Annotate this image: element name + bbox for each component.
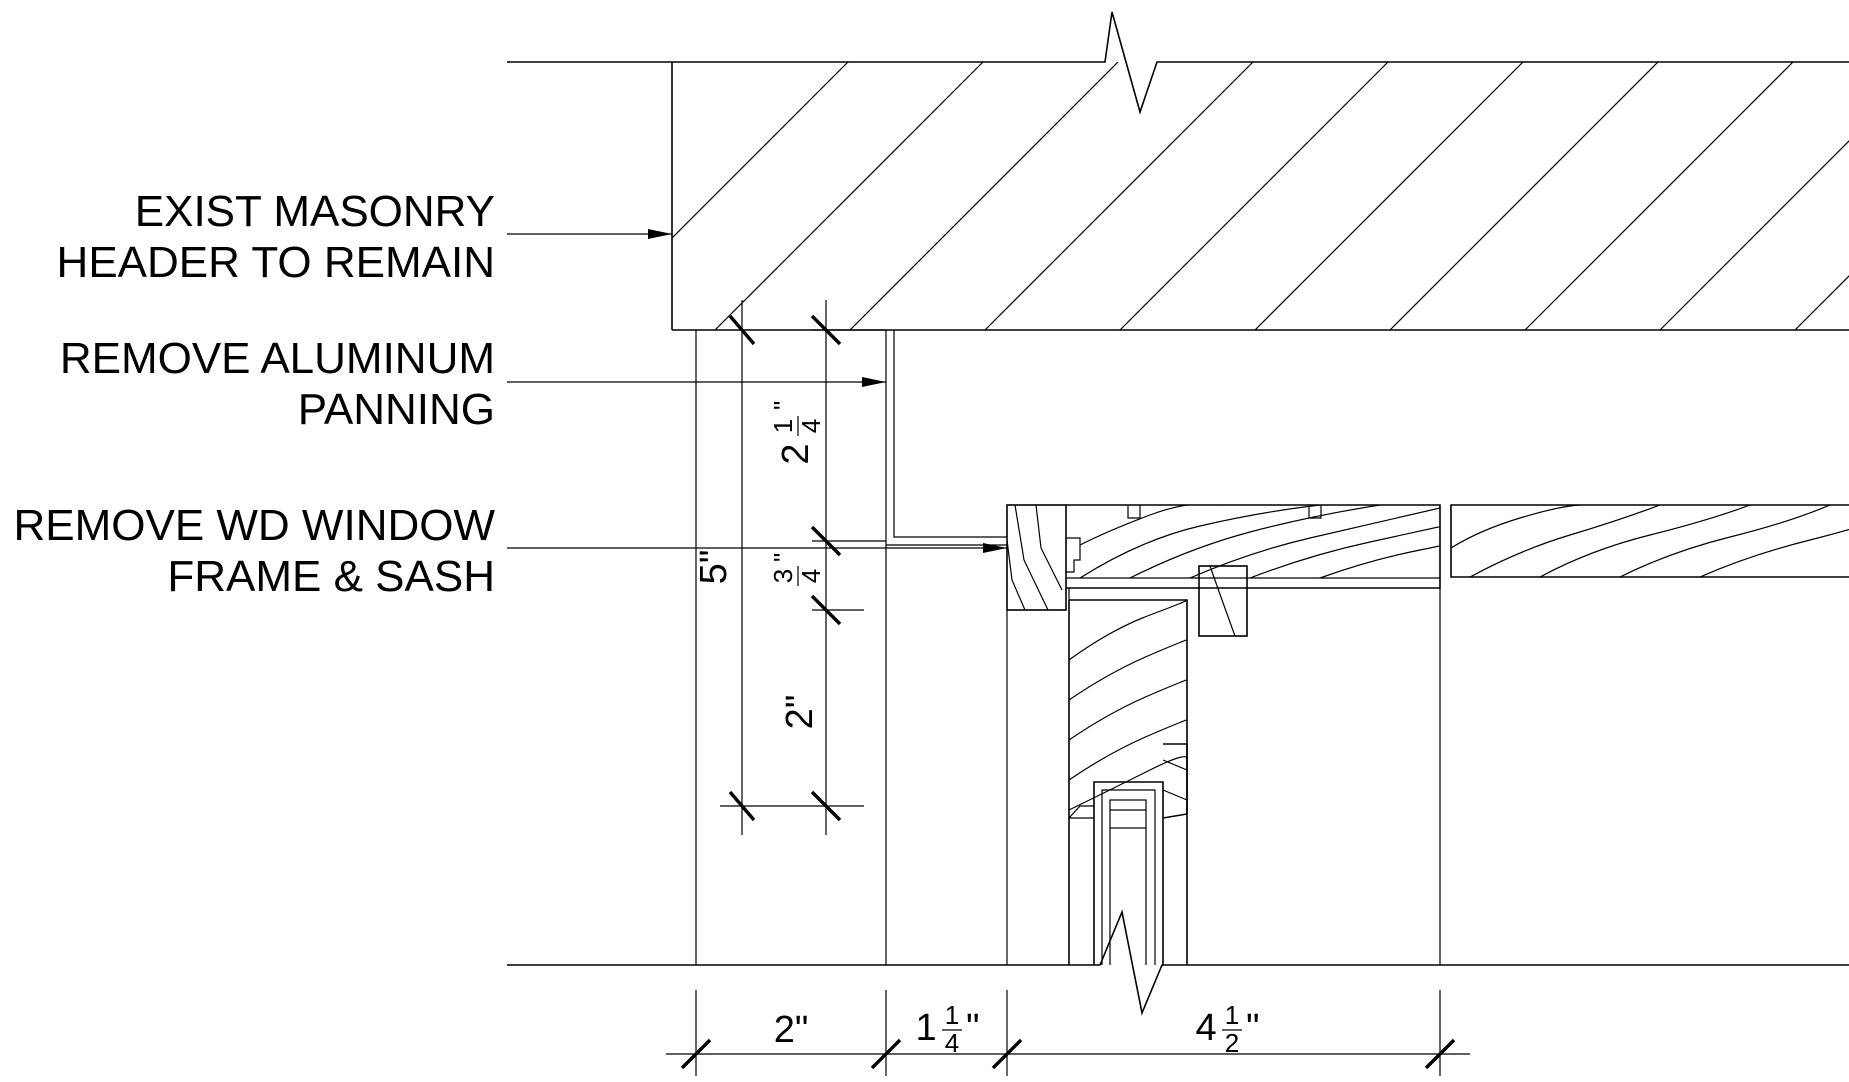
note-masonry-line1: EXIST MASONRY — [135, 187, 495, 236]
dim-overall-height: 5" — [693, 550, 735, 585]
vertical-dimensions — [720, 300, 886, 835]
dim-mid-inch: " — [768, 553, 798, 562]
window-frame — [1006, 504, 1849, 965]
dim-mid-den: 4 — [796, 569, 826, 583]
dim-w3-den: 2 — [1225, 1028, 1239, 1058]
note-masonry: EXIST MASONRY HEADER TO REMAIN — [57, 187, 495, 287]
note-panning-line1: REMOVE ALUMINUM — [60, 334, 495, 383]
dim-bottom-width-2: 1 1 4 " — [915, 1000, 979, 1058]
masonry-hatch — [672, 62, 1849, 330]
dim-w2-inch: " — [966, 1007, 980, 1049]
blind-stop — [1006, 504, 1067, 611]
dim-w2-den: 4 — [945, 1028, 959, 1058]
dim-mid-height: 3 4 " — [768, 553, 826, 586]
dim-top-height: 2 1 4 " — [768, 401, 826, 465]
bottom-break-line — [507, 909, 1849, 1016]
dim-w3-inch: " — [1246, 1007, 1260, 1049]
dim-top-whole: 2 — [775, 443, 817, 464]
dim-bottom-width-1: 2" — [774, 1009, 809, 1051]
parting-bead — [1198, 565, 1248, 637]
reference-lines — [695, 330, 1441, 965]
aluminum-panning — [885, 330, 1007, 546]
note-window-line1: REMOVE WD WINDOW — [13, 501, 495, 550]
horizontal-dimensions — [666, 990, 1470, 1076]
dim-w2-num: 1 — [945, 1000, 959, 1030]
note-masonry-line2: HEADER TO REMAIN — [57, 238, 495, 287]
dim-w3-num: 1 — [1225, 1000, 1239, 1030]
leader-window — [507, 543, 1007, 553]
dim-w2-whole: 1 — [915, 1007, 936, 1049]
masonry-header — [507, 11, 1849, 331]
dim-top-inch: " — [768, 401, 798, 410]
dim-top-num: 1 — [768, 419, 798, 433]
leader-masonry — [507, 229, 672, 239]
dim-mid-num: 3 — [768, 569, 798, 583]
note-panning: REMOVE ALUMINUM PANNING — [60, 334, 495, 434]
dim-top-den: 4 — [796, 419, 826, 433]
dim-bottom-width-3: 4 1 2 " — [1195, 1000, 1259, 1058]
leader-panning — [507, 377, 886, 387]
note-window-line2: FRAME & SASH — [167, 552, 495, 601]
note-panning-line2: PANNING — [298, 385, 495, 434]
dim-w3-whole: 4 — [1195, 1007, 1216, 1049]
note-window: REMOVE WD WINDOW FRAME & SASH — [13, 501, 495, 601]
dim-bottom-height: 2" — [779, 695, 821, 730]
